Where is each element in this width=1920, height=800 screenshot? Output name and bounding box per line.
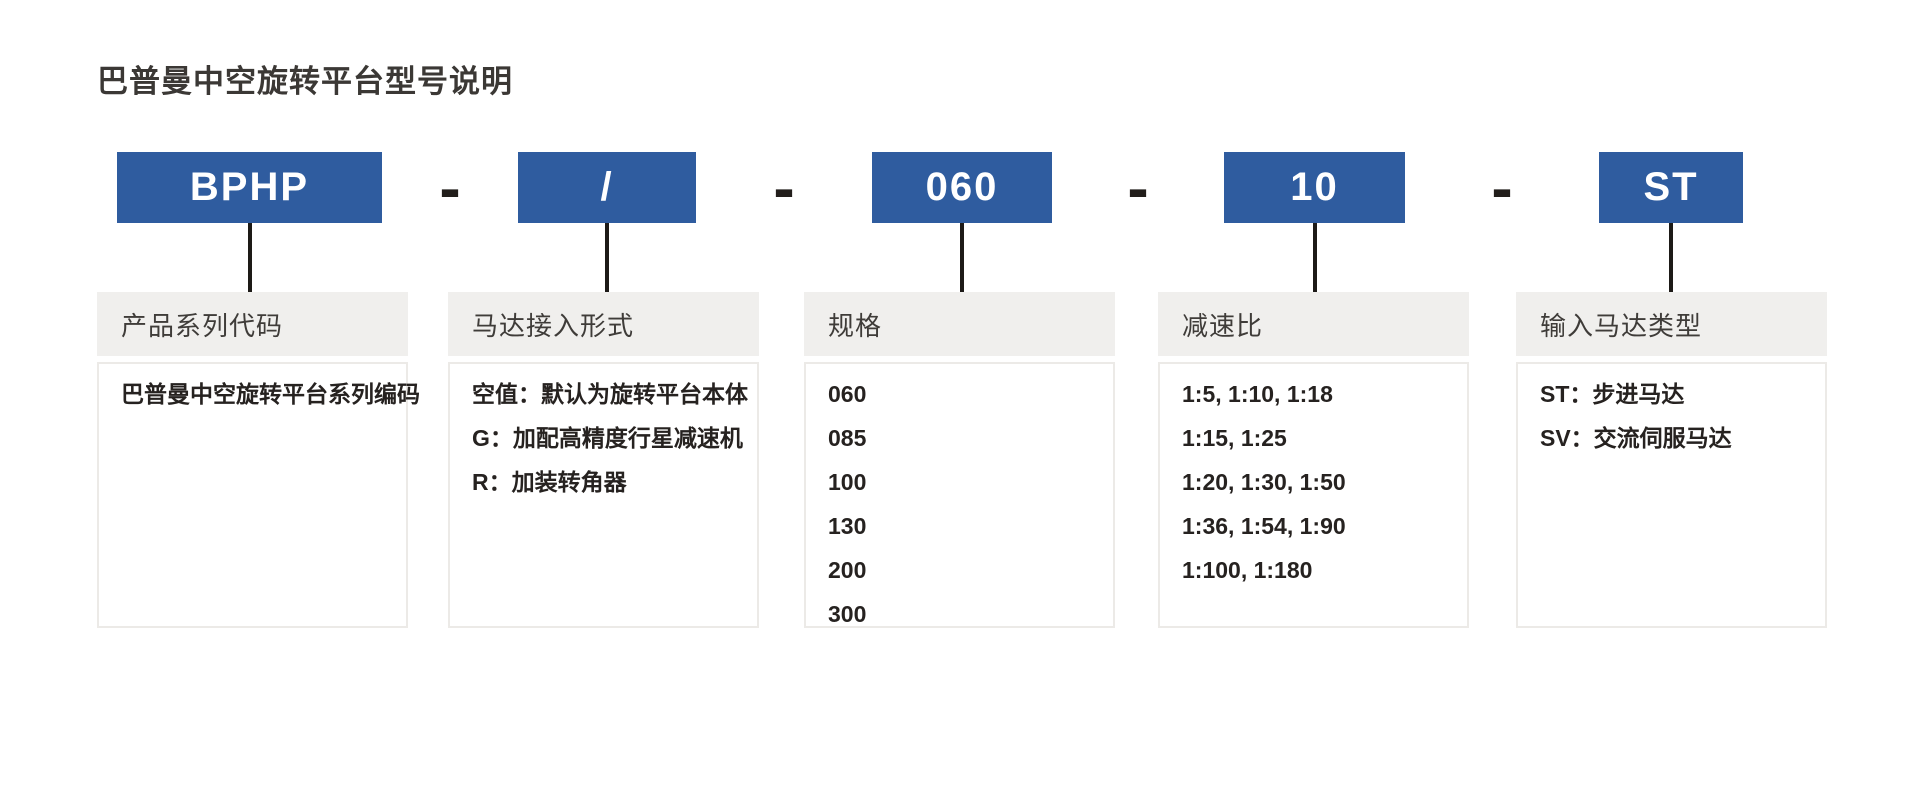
dash-separator: - [1127,151,1149,224]
card-header: 减速比 [1158,292,1469,356]
card-header: 输入马达类型 [1516,292,1827,356]
spec-card-motor-connection: 马达接入形式 空值：默认为旋转平台本体 G：加配高精度行星减速机 R：加装转角器 [448,292,759,628]
connector-line [1313,223,1317,292]
card-header: 产品系列代码 [97,292,408,356]
card-body: 060 085 100 130 200 300 [804,362,1115,628]
connector-line [960,223,964,292]
card-item: 空值：默认为旋转平台本体 [472,381,748,407]
card-item: 300 [828,601,867,627]
card-item: 巴普曼中空旋转平台系列编码 [121,381,420,407]
spec-card-ratio: 减速比 1:5, 1:10, 1:18 1:15, 1:25 1:20, 1:3… [1158,292,1469,628]
card-item: 1:100, 1:180 [1182,557,1313,583]
card-body: 1:5, 1:10, 1:18 1:15, 1:25 1:20, 1:30, 1… [1158,362,1469,628]
card-item: 100 [828,469,867,495]
spec-card-series: 产品系列代码 巴普曼中空旋转平台系列编码 [97,292,420,628]
model-segment-box-motor-type: ST [1599,152,1743,223]
card-header: 规格 [804,292,1115,356]
card-body: 巴普曼中空旋转平台系列编码 [97,362,420,628]
card-item: 200 [828,557,867,583]
dash-separator: - [1491,151,1513,224]
card-item: R：加装转角器 [472,469,627,495]
model-segment-box-size: 060 [872,152,1052,223]
card-body: ST：步进马达 SV：交流伺服马达 [1516,362,1827,628]
card-item: SV：交流伺服马达 [1540,425,1732,451]
card-item: 085 [828,425,867,451]
card-item: 060 [828,381,867,407]
model-segment-box-motor-connection: / [518,152,696,223]
card-item: ST：步进马达 [1540,381,1685,407]
card-item: 1:15, 1:25 [1182,425,1287,451]
connector-line [248,223,252,292]
page-title: 巴普曼中空旋转平台型号说明 [97,64,513,99]
dash-separator: - [439,151,461,224]
model-segment-box-ratio: 10 [1224,152,1405,223]
card-body: 空值：默认为旋转平台本体 G：加配高精度行星减速机 R：加装转角器 [448,362,759,628]
card-header: 马达接入形式 [448,292,759,356]
connector-line [605,223,609,292]
card-item: 1:36, 1:54, 1:90 [1182,513,1346,539]
spec-card-size: 规格 060 085 100 130 200 300 [804,292,1115,628]
spec-card-motor-type: 输入马达类型 ST：步进马达 SV：交流伺服马达 [1516,292,1827,628]
card-item: 130 [828,513,867,539]
model-segment-box-series: BPHP [117,152,382,223]
dash-separator: - [773,151,795,224]
card-item: 1:5, 1:10, 1:18 [1182,381,1333,407]
card-item: G：加配高精度行星减速机 [472,425,743,451]
card-item: 1:20, 1:30, 1:50 [1182,469,1346,495]
connector-line [1669,223,1673,292]
